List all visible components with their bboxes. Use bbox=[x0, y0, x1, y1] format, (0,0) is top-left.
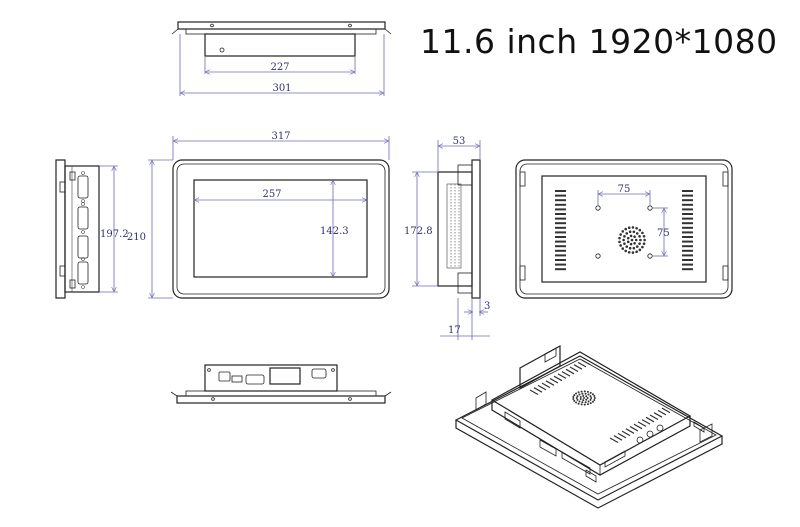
back-view: 75 75 bbox=[515, 159, 733, 299]
left-side-view: 197.2 bbox=[55, 159, 129, 299]
dim-screen-width: 257 bbox=[262, 189, 281, 200]
dim-depth: 53 bbox=[453, 136, 466, 147]
dim-bezel: 3 bbox=[484, 301, 490, 312]
side-vent-grid bbox=[446, 183, 462, 269]
speaker-grille bbox=[618, 226, 646, 254]
product-title: 11.6 inch 1920*1080 bbox=[420, 22, 778, 61]
dim-vesa-vertical: 75 bbox=[657, 228, 670, 239]
dim-top-inner: 227 bbox=[270, 62, 289, 73]
dim-vesa-horizontal: 75 bbox=[618, 184, 631, 195]
back-vent-slots-left bbox=[555, 190, 566, 271]
top-view: 227 301 bbox=[171, 21, 392, 96]
dim-side-left-height: 197.2 bbox=[100, 229, 129, 240]
dim-top-outer: 301 bbox=[272, 83, 291, 94]
dim-screen-height: 142.3 bbox=[320, 226, 349, 237]
dim-front-height: 210 bbox=[127, 232, 146, 243]
iso-vent-slots bbox=[529, 359, 671, 444]
dim-flange: 17 bbox=[448, 325, 461, 336]
dim-front-width: 317 bbox=[271, 131, 290, 142]
iso-speaker-grille bbox=[572, 390, 596, 406]
dim-side-right-height: 172.8 bbox=[404, 226, 433, 237]
right-side-view: 172.8 53 3 17 bbox=[404, 136, 490, 340]
serial-port-connectors bbox=[69, 171, 89, 289]
front-view: 317 210 257 142.3 bbox=[127, 131, 390, 299]
back-vent-slots-right bbox=[682, 190, 693, 271]
bottom-view bbox=[170, 364, 392, 404]
isometric-view bbox=[454, 344, 724, 509]
